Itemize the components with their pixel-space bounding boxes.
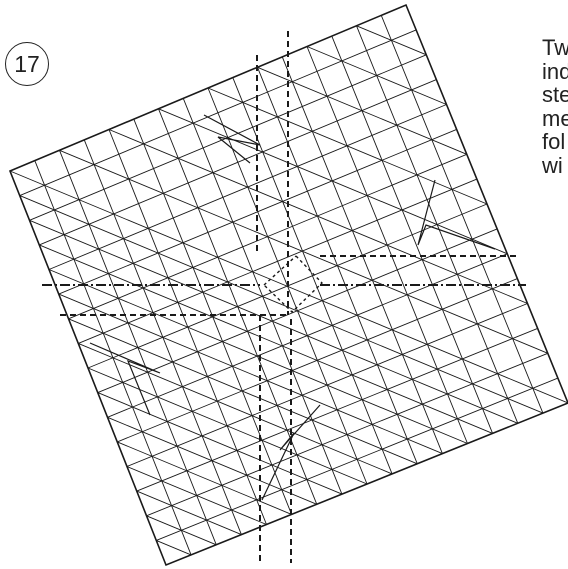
caption-line-5: fol [542,130,568,154]
caption-line-4: me [542,107,568,131]
caption-line-2: ind [542,60,568,84]
diagonal-crease [78,343,392,474]
instruction-caption: Tw ind ste me fol wi [542,36,568,177]
caption-line-1: Tw [542,36,568,60]
diagonal-crease [39,245,492,434]
arrow-flap-right [418,180,495,249]
diagonal-crease [117,442,291,515]
step-number: 17 [14,51,40,78]
diagonal-crease [137,491,242,534]
caption-line-3: ste [542,83,568,107]
caption-line-6: wi [542,154,568,178]
diagonal-crease [59,294,443,454]
step-number-badge: 17 [5,42,49,86]
diagonal-crease [20,196,543,414]
